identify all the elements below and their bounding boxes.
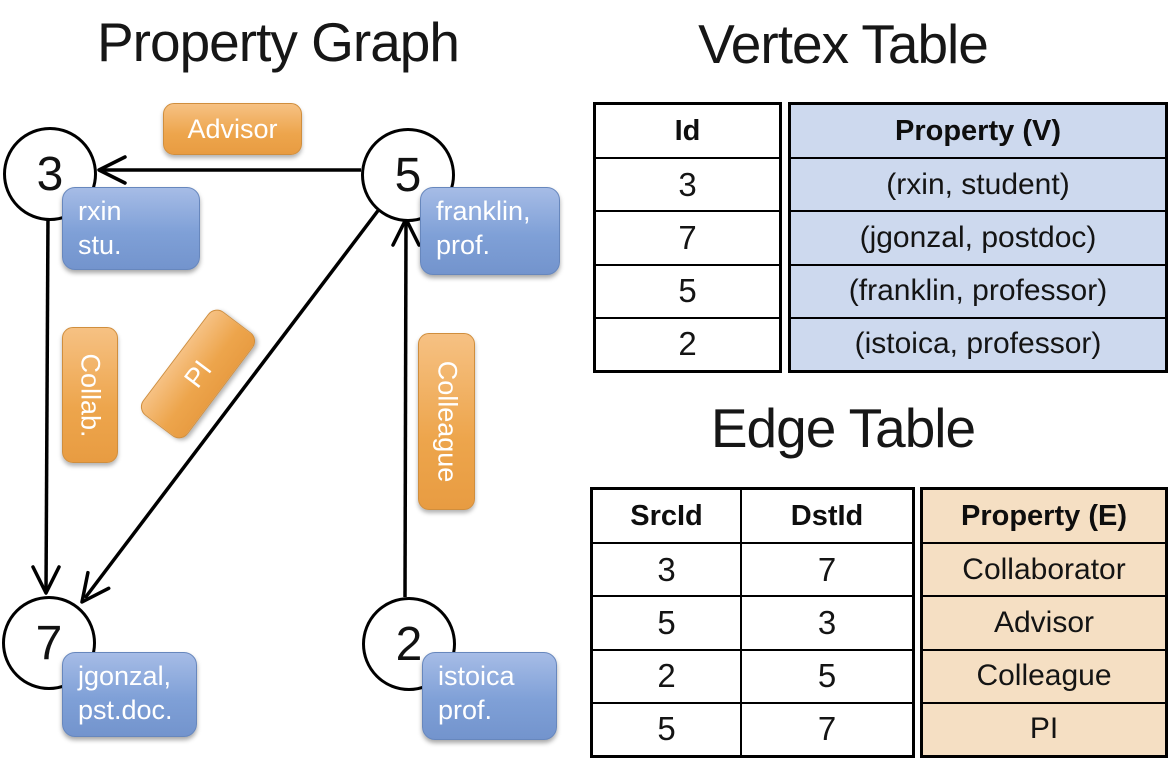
vertex-table-row-1-id: 7 <box>596 210 779 263</box>
vertex-property-box-2: istoica prof. <box>422 652 557 740</box>
vertex-table-row-0-id: 3 <box>596 157 779 210</box>
graph-node-3: 3 <box>3 127 97 221</box>
edge-table-row-0-dst: 7 <box>740 544 912 596</box>
edge-colleague-2-to-5 <box>391 217 421 598</box>
edge-table-row-1-property: Advisor <box>923 595 1165 648</box>
vertex-table-row-3-property: (istoica, professor) <box>791 316 1165 370</box>
edge-label-colleague-text: Colleague <box>432 360 462 483</box>
edge-table-row-2-ids: 2 5 <box>593 648 912 702</box>
edge-collab-3-to-7 <box>31 213 61 595</box>
edge-label-collab-text: Collab. <box>75 352 106 438</box>
vertex-property-box-5: franklin, prof. <box>420 187 560 275</box>
vertex-property-7-line2: pst.doc. <box>78 695 173 725</box>
edge-line-colleague <box>403 219 408 598</box>
arrowhead-collab <box>31 565 61 595</box>
vertex-property-3-line1: rxin <box>78 196 122 226</box>
edge-table-row-2-dst: 5 <box>740 650 912 702</box>
edge-table-id-columns: SrcId DstId 3 7 5 3 2 5 5 7 <box>590 487 915 758</box>
vertex-table-id-column: Id 3 7 5 2 <box>593 102 782 373</box>
node-3-id: 3 <box>36 147 64 201</box>
edge-pi-5-to-7 <box>80 206 382 604</box>
edge-table-row-0-property: Collaborator <box>923 542 1165 595</box>
edge-table-row-1-dst: 3 <box>740 597 912 649</box>
edge-table-row-0-src: 3 <box>657 550 676 588</box>
vertex-table-row-3-id: 2 <box>596 316 779 370</box>
edge-table-property-column: Property (E) Collaborator Advisor Collea… <box>920 487 1168 758</box>
vertex-property-box-7: jgonzal, pst.doc. <box>62 652 197 737</box>
vertex-table-row-1-property: (jgonzal, postdoc) <box>791 210 1165 263</box>
edge-table-row-1-ids: 5 3 <box>593 595 912 649</box>
vertex-table-row-2-property: (franklin, professor) <box>791 263 1165 317</box>
edge-line-collab <box>44 213 50 593</box>
vertex-property-2-line1: istoica <box>438 661 515 691</box>
edge-table: SrcId DstId 3 7 5 3 2 5 5 7 Property (E)… <box>590 487 1168 758</box>
edge-table-row-3-property: PI <box>923 701 1165 755</box>
vertex-table-row-2-id: 5 <box>596 263 779 317</box>
edge-label-advisor-text: Advisor <box>187 113 278 144</box>
edge-advisor-5-to-3 <box>97 155 361 185</box>
vertex-property-2-line2: prof. <box>438 695 493 725</box>
property-graph-title: Property Graph <box>96 11 460 73</box>
edge-table-row-3-src: 5 <box>657 710 676 748</box>
edge-label-colleague: Colleague <box>418 333 475 510</box>
node-5-id: 5 <box>394 148 422 202</box>
edge-table-srcid-header: SrcId <box>630 499 703 532</box>
arrowhead-advisor <box>97 155 127 185</box>
edge-table-header-row: SrcId DstId <box>593 490 912 542</box>
node-7-id: 7 <box>35 616 63 670</box>
edge-table-property-header: Property (E) <box>961 499 1127 532</box>
edge-table-row-3-dst: 7 <box>740 703 912 755</box>
vertex-table: Id 3 7 5 2 Property (V) (rxin, student) … <box>593 102 1168 373</box>
vertex-property-3-line2: stu. <box>78 230 122 260</box>
edge-line-pi <box>83 206 382 600</box>
vertex-property-5-line2: prof. <box>436 230 491 260</box>
edge-label-advisor: Advisor <box>163 103 302 155</box>
edge-table-row-2-property: Colleague <box>923 648 1165 702</box>
vertex-property-box-3: rxin stu. <box>62 187 200 270</box>
node-2-id: 2 <box>395 617 423 671</box>
vertex-property-7-line1: jgonzal, <box>78 661 172 691</box>
vertex-table-property-column: Property (V) (rxin, student) (jgonzal, p… <box>788 102 1168 373</box>
vertex-property-5-line1: franklin, <box>436 196 531 226</box>
vertex-table-row-0-property: (rxin, student) <box>791 157 1165 210</box>
edge-label-pi-text: PI <box>177 354 218 393</box>
edge-table-row-0-ids: 3 7 <box>593 542 912 596</box>
edge-label-collab: Collab. <box>62 327 118 463</box>
edge-table-dstid-header: DstId <box>740 490 912 542</box>
arrowhead-pi <box>80 570 111 604</box>
vertex-table-id-header: Id <box>674 114 701 147</box>
edge-table-title: Edge Table <box>710 397 976 459</box>
edge-table-row-2-src: 2 <box>657 657 676 695</box>
vertex-table-property-header: Property (V) <box>895 114 1061 147</box>
vertex-table-title: Vertex Table <box>698 13 989 75</box>
edge-table-row-3-ids: 5 7 <box>593 701 912 755</box>
edge-table-row-1-src: 5 <box>657 603 676 641</box>
